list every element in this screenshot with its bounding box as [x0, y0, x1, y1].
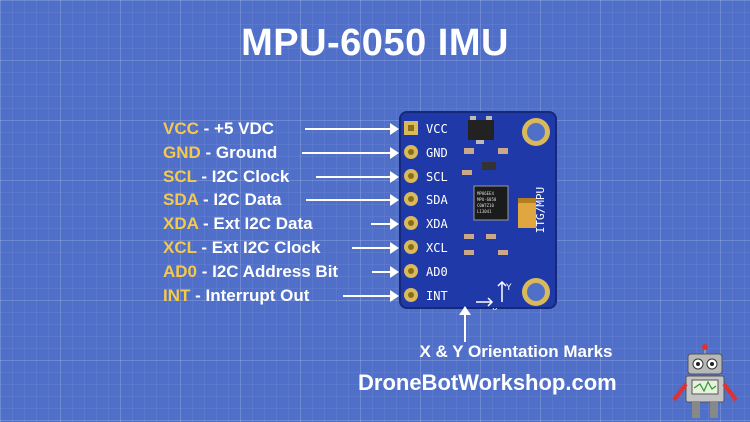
chip-text: L13041: [477, 209, 492, 214]
pin-label-scl: SCL - I2C Clock: [163, 166, 289, 188]
pin-desc: - Ext I2C Clock: [196, 238, 321, 257]
board-pin-text: GND: [426, 146, 448, 160]
board-pin-text: VCC: [426, 122, 448, 136]
arrow-sda: [306, 194, 399, 206]
pin-desc: - I2C Data: [198, 190, 282, 209]
board-pin-text: INT: [426, 289, 448, 303]
axis-y-label: Y: [505, 283, 512, 293]
pin-code: SCL: [163, 167, 197, 186]
orientation-arrow: [459, 306, 471, 342]
pin-desc: - Interrupt Out: [190, 286, 310, 305]
board-pin-text: XCL: [426, 241, 448, 255]
pin-label-sda: SDA - I2C Data: [163, 189, 281, 211]
pin-code: VCC: [163, 119, 199, 138]
pin-code: INT: [163, 286, 191, 305]
website-label: DroneBotWorkshop.com: [358, 370, 617, 395]
voltage-regulator: [468, 120, 494, 140]
arrow-gnd: [302, 147, 399, 159]
board-side-label: ITG/MPU: [534, 187, 547, 233]
chip-text: MPU-6050: [477, 197, 497, 202]
pin-desc: - I2C Clock: [196, 167, 290, 186]
pin-label-ad0: AD0 - I2C Address Bit: [163, 261, 338, 283]
board-pin-text: SCL: [426, 170, 448, 184]
pin-desc: - Ext I2C Data: [198, 214, 313, 233]
arrow-scl: [316, 171, 399, 183]
pin-desc: - +5 VDC: [198, 119, 275, 138]
pin-label-xcl: XCL - Ext I2C Clock: [163, 237, 320, 259]
chip-text: C0W7Z10: [477, 203, 494, 208]
pin-desc: - I2C Address Bit: [197, 262, 339, 281]
board-pin-text: SDA: [426, 193, 448, 207]
tantalum-capacitor: [518, 198, 536, 228]
orientation-caption: X & Y Orientation Marks: [419, 342, 613, 361]
axis-x-label: X: [492, 307, 498, 310]
arrow-ad0: [372, 266, 399, 278]
orientation-marks: [476, 280, 507, 307]
arrow-xda: [371, 218, 399, 230]
arrow-vcc: [305, 123, 399, 135]
pin-label-xda: XDA - Ext I2C Data: [163, 213, 313, 235]
arrow-int: [343, 290, 399, 302]
pin-label-vcc: VCC - +5 VDC: [163, 118, 274, 140]
pin-code: XCL: [163, 238, 197, 257]
board-pin-text: XDA: [426, 217, 448, 231]
board-pin-text: AD0: [426, 265, 448, 279]
pin-label-gnd: GND - Ground: [163, 142, 277, 164]
chip-text: MP86EE4: [477, 191, 494, 196]
pin-code: SDA: [163, 190, 199, 209]
pin-code: XDA: [163, 214, 199, 233]
robot-mascot-icon: [672, 344, 738, 418]
pin-desc: - Ground: [200, 143, 278, 162]
pin-code: GND: [163, 143, 201, 162]
pin-label-int: INT - Interrupt Out: [163, 285, 309, 307]
pin-code: AD0: [163, 262, 198, 281]
arrow-xcl: [352, 242, 399, 254]
mpu6050-chip: [473, 185, 509, 221]
mpu6050-board: VCC GND SCL SDA XDA XCL AD0 INT MP86EE4 …: [399, 111, 557, 310]
page-title: MPU-6050 IMU: [241, 22, 509, 64]
